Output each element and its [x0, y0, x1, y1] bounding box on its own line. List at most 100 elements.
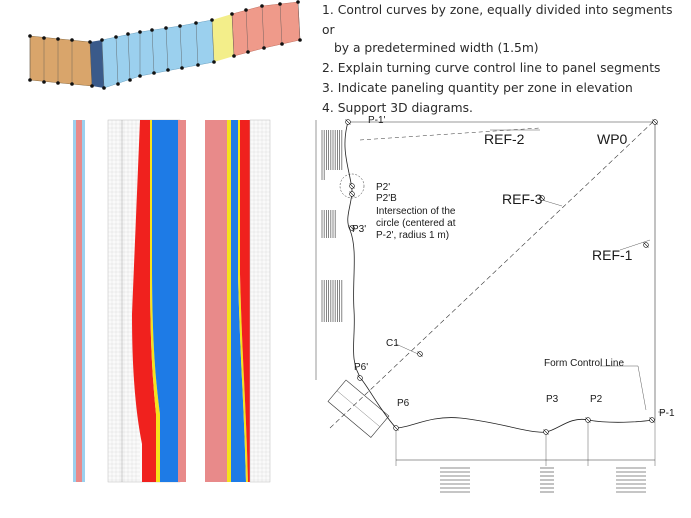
strip-control-point — [196, 63, 200, 67]
strip-segment-line — [151, 29, 155, 74]
strip-segment-line — [245, 9, 249, 53]
strip-segment-line — [179, 25, 183, 69]
band-yellow-2 — [150, 120, 160, 482]
strip-control-point — [90, 84, 94, 88]
band-yellow-3 — [238, 120, 248, 482]
strip-segment-line — [115, 36, 119, 85]
panel-elevations — [73, 119, 271, 483]
band-blue-3 — [231, 120, 246, 482]
strip-control-point — [230, 12, 234, 16]
label-ref2: REF-2 — [484, 131, 525, 147]
label-p2-prime: P2' — [376, 182, 390, 193]
strip-control-point — [28, 34, 32, 38]
point-marker-cross — [349, 191, 355, 197]
strip-segment-lines — [29, 1, 301, 89]
strip-control-point — [210, 18, 214, 22]
strip-control-point — [166, 68, 170, 72]
strip-control-point — [244, 8, 248, 12]
diagonal-ref3-line — [329, 119, 656, 429]
label-wp0: WP0 — [597, 131, 628, 147]
label-p1-prime: P-1' — [368, 115, 386, 126]
instruction-item-2: 2.Explain turning curve control line to … — [322, 61, 661, 75]
strip-control-point — [260, 4, 264, 8]
strip-control-point — [42, 36, 46, 40]
instruction-item-4: 4.Support 3D diagrams. — [322, 101, 473, 115]
strip-control-point — [126, 32, 130, 36]
form-control-curve — [344, 121, 653, 433]
strip-control-point — [128, 78, 132, 82]
point-marker-cross — [345, 119, 351, 125]
instruction-item-1: 1.Control curves by zone, equally divide… — [322, 3, 673, 55]
strip-control-point — [138, 74, 142, 78]
strip-segment-line — [165, 27, 169, 71]
label-p2-prime-b: P2'B — [376, 193, 397, 204]
strip-control-point — [56, 37, 60, 41]
strip-control-point — [88, 40, 92, 44]
label-p6-prime: P6' — [354, 362, 368, 373]
paneling-3d-strip — [28, 0, 302, 90]
rotated-detail-box — [327, 379, 390, 438]
strip-control-point — [114, 35, 118, 39]
label-form-control-line: Form Control Line — [544, 358, 624, 369]
point-marker-cross — [539, 195, 545, 201]
strip-segment-line — [279, 3, 283, 45]
strip-control-point — [138, 30, 142, 34]
elevation-3 — [205, 119, 271, 483]
point-marker-cross — [649, 417, 655, 423]
label-intersection-2: circle (centered at — [376, 218, 456, 229]
drawing-point-markers — [345, 119, 658, 435]
strip-control-point — [102, 86, 106, 90]
point-marker-cross — [652, 119, 658, 125]
strip-segment-line — [89, 41, 93, 87]
strip-control-point — [296, 0, 300, 4]
strip-control-point — [116, 82, 120, 86]
strip-segment-line — [195, 22, 199, 66]
strip-zone-pink — [231, 1, 301, 57]
point-marker-cross — [643, 242, 649, 248]
strip-zone-yellow — [212, 14, 234, 62]
strip-segment-line — [101, 39, 105, 89]
point-marker-cross — [349, 225, 355, 231]
band-red-3 — [240, 120, 250, 482]
strip-control-point — [280, 42, 284, 46]
instruction-item-3: 3.Indicate paneling quantity per zone in… — [322, 81, 633, 95]
point-marker-cross — [393, 425, 399, 431]
dimension-annotations — [321, 130, 646, 493]
label-p3: P3 — [546, 394, 559, 405]
strip-control-point — [178, 24, 182, 28]
strip-segment-line — [211, 19, 215, 63]
construction-drawing: P-1' REF-2 WP0 P2' P2'B Intersection of … — [315, 115, 675, 493]
label-c1: C1 — [386, 338, 399, 349]
reference-circle — [339, 173, 365, 199]
strip-control-point — [278, 2, 282, 6]
point-marker-cross — [349, 183, 355, 189]
strip-control-point — [56, 81, 60, 85]
strip-zone-navy — [90, 40, 104, 88]
strip-zone-tan — [29, 35, 93, 87]
label-p6: P6 — [397, 398, 410, 409]
strip-control-point — [262, 46, 266, 50]
strip-control-point — [70, 82, 74, 86]
strip-control-point — [150, 28, 154, 32]
band-blue-2 — [152, 120, 178, 482]
strip-segment-line — [231, 13, 235, 57]
strip-segment-line — [261, 5, 265, 49]
elevation-grid-2 — [107, 119, 186, 483]
label-p3-prime: P3' — [352, 224, 366, 235]
label-p1: P-1 — [659, 408, 675, 419]
label-p2: P2 — [590, 394, 603, 405]
strip-zone-lightblue — [101, 19, 215, 89]
label-intersection-1: Intersection of the — [376, 206, 456, 217]
band-pink-2 — [178, 120, 186, 482]
strip-control-point — [70, 38, 74, 42]
strip-control-point — [246, 50, 250, 54]
strip-control-point — [194, 21, 198, 25]
strip-control-point — [100, 38, 104, 42]
strip-segment-line — [297, 1, 301, 41]
strip-control-point — [298, 38, 302, 42]
strip-segment-line — [127, 33, 131, 81]
strip-control-point — [164, 26, 168, 30]
strip-control-point — [42, 80, 46, 84]
point-marker-cross — [543, 429, 549, 435]
point-marker-cross — [585, 417, 591, 423]
